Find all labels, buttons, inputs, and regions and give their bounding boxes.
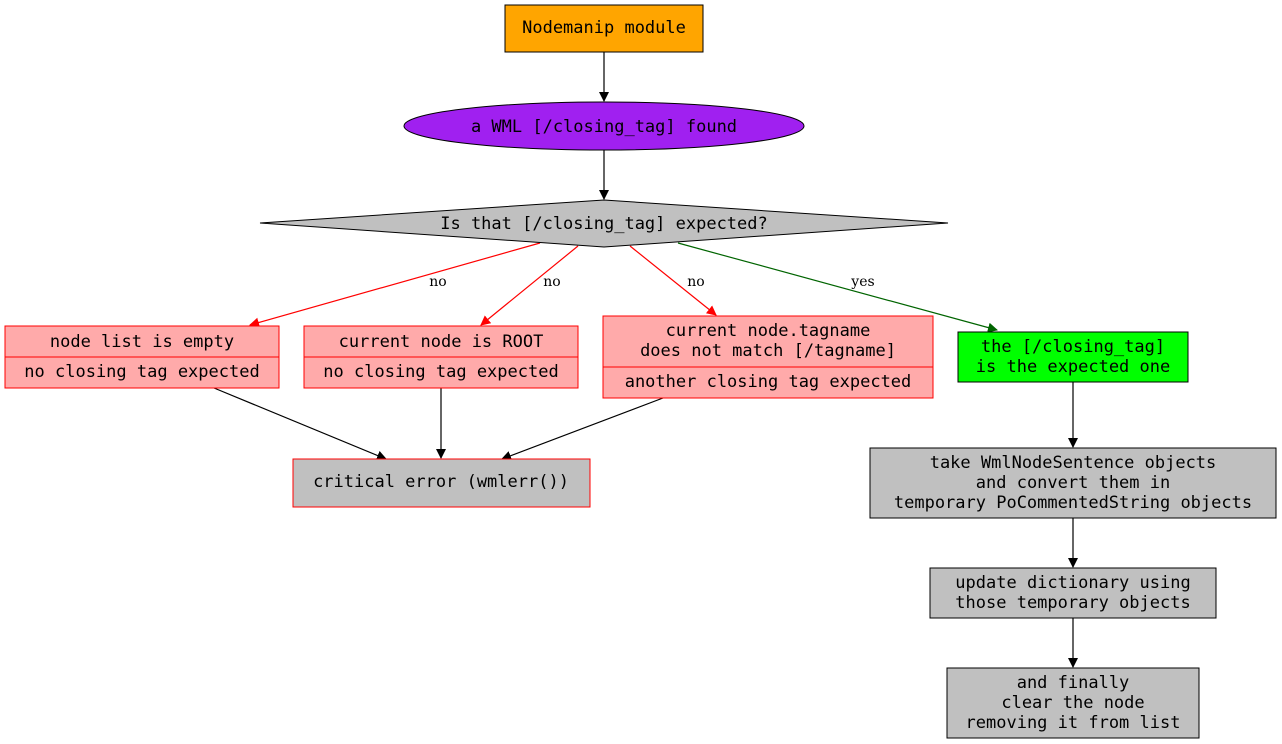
node-expected-one: the [/closing_tag] is the expected one [957, 331, 1189, 383]
node-list-empty-title: node list is empty [50, 332, 234, 352]
node-closing-tag-found: a WML [/closing_tag] found [403, 101, 805, 151]
edge-empty-to-critical [213, 387, 387, 461]
node-nodemanip-module: Nodemanip module [504, 4, 704, 53]
edge-label-no-root: no [543, 274, 560, 290]
node-current-root: current node is ROOT no closing tag expe… [303, 325, 579, 389]
node-clear-node-line3: removing it from list [966, 713, 1181, 733]
node-expected-one-line1: the [/closing_tag] [981, 337, 1165, 357]
node-update-dictionary-line2: those temporary objects [955, 593, 1190, 613]
edge-label-yes-expected: yes [850, 274, 874, 290]
edges: no no no yes [213, 52, 1078, 668]
node-convert-objects: take WmlNodeSentence objects and convert… [869, 447, 1277, 519]
node-list-empty-subtitle: no closing tag expected [24, 362, 259, 382]
edge-label-no-empty: no [429, 274, 446, 290]
edge-decision-to-empty [249, 242, 541, 328]
node-convert-objects-line2: and convert them in [976, 473, 1170, 493]
node-current-root-subtitle: no closing tag expected [323, 362, 558, 382]
node-convert-objects-line3: temporary PoCommentedString objects [894, 493, 1252, 513]
edge-decision-to-expected [677, 242, 998, 333]
node-tagname-mismatch-subtitle: another closing tag expected [625, 372, 912, 392]
node-clear-node-line1: and finally [1017, 673, 1130, 693]
node-convert-objects-line1: take WmlNodeSentence objects [930, 453, 1217, 473]
node-tagname-mismatch-title-line1: current node.tagname [666, 321, 871, 341]
node-tagname-mismatch: current node.tagname does not match [/ta… [602, 315, 934, 399]
node-critical-error-label: critical error (wmlerr()) [313, 472, 569, 492]
node-expected-one-line2: is the expected one [976, 357, 1170, 377]
edge-decision-to-root [480, 245, 579, 326]
edge-mismatch-to-critical [501, 397, 664, 461]
node-nodemanip-module-label: Nodemanip module [522, 18, 686, 38]
edge-label-no-mismatch: no [687, 274, 704, 290]
node-clear-node: and finally clear the node removing it f… [946, 667, 1200, 739]
node-update-dictionary: update dictionary using those temporary … [929, 567, 1217, 619]
node-current-root-title: current node is ROOT [339, 332, 544, 352]
node-critical-error: critical error (wmlerr()) [292, 458, 591, 508]
node-decision-expected-label: Is that [/closing_tag] expected? [440, 214, 768, 234]
node-clear-node-line2: clear the node [1001, 693, 1144, 713]
node-decision-expected: Is that [/closing_tag] expected? [259, 199, 949, 248]
node-tagname-mismatch-title-line2: does not match [/tagname] [640, 341, 896, 361]
edge-decision-to-mismatch [629, 245, 717, 316]
node-list-empty: node list is empty no closing tag expect… [4, 325, 280, 389]
node-update-dictionary-line1: update dictionary using [955, 573, 1190, 593]
node-closing-tag-found-label: a WML [/closing_tag] found [471, 117, 737, 137]
